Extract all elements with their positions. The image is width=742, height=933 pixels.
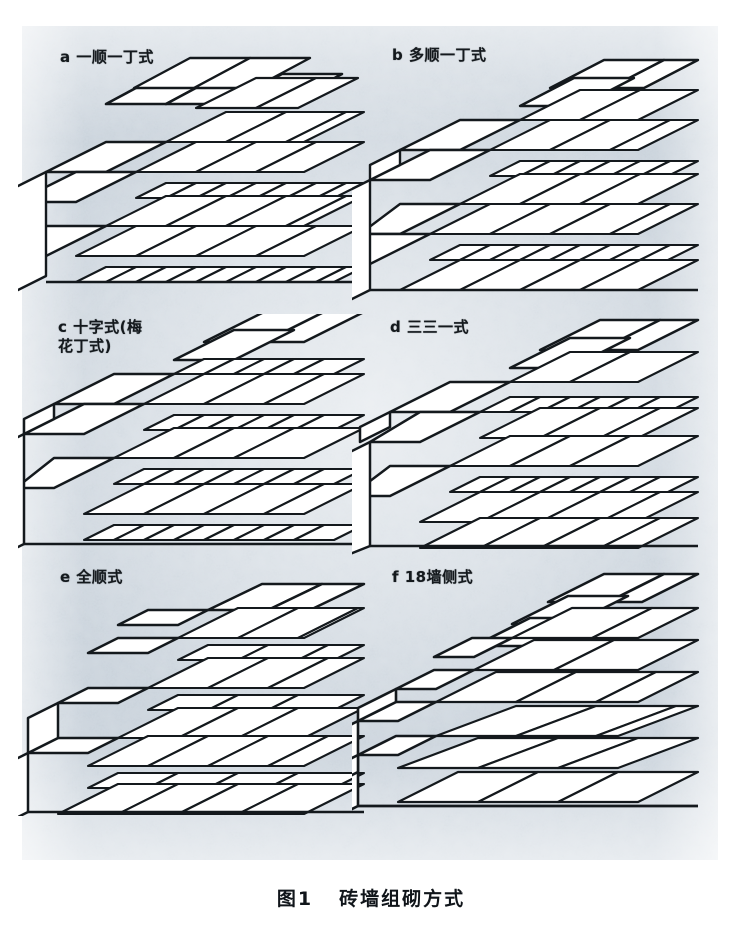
panel-d-label: d 三三一式	[390, 318, 469, 336]
panel-c-label: c 十字式(梅 花丁式)	[58, 318, 143, 355]
figure-caption: 图1 砖墙组砌方式	[0, 884, 742, 911]
figure-caption-number: 图1	[276, 888, 314, 910]
panel-f-label: f 18墙侧式	[392, 568, 474, 586]
panel-a-label: a 一顺一丁式	[60, 48, 154, 66]
panel-e-artwork	[18, 582, 366, 816]
panel-e-label: e 全顺式	[60, 568, 123, 586]
figure-caption-title: 砖墙组砌方式	[339, 888, 466, 910]
panel-f-artwork	[352, 572, 700, 811]
panel-b-artwork	[352, 58, 700, 301]
panel-d-artwork	[352, 318, 700, 555]
panel-b-label: b 多顺一丁式	[392, 46, 487, 64]
panel-a-artwork	[18, 56, 366, 292]
